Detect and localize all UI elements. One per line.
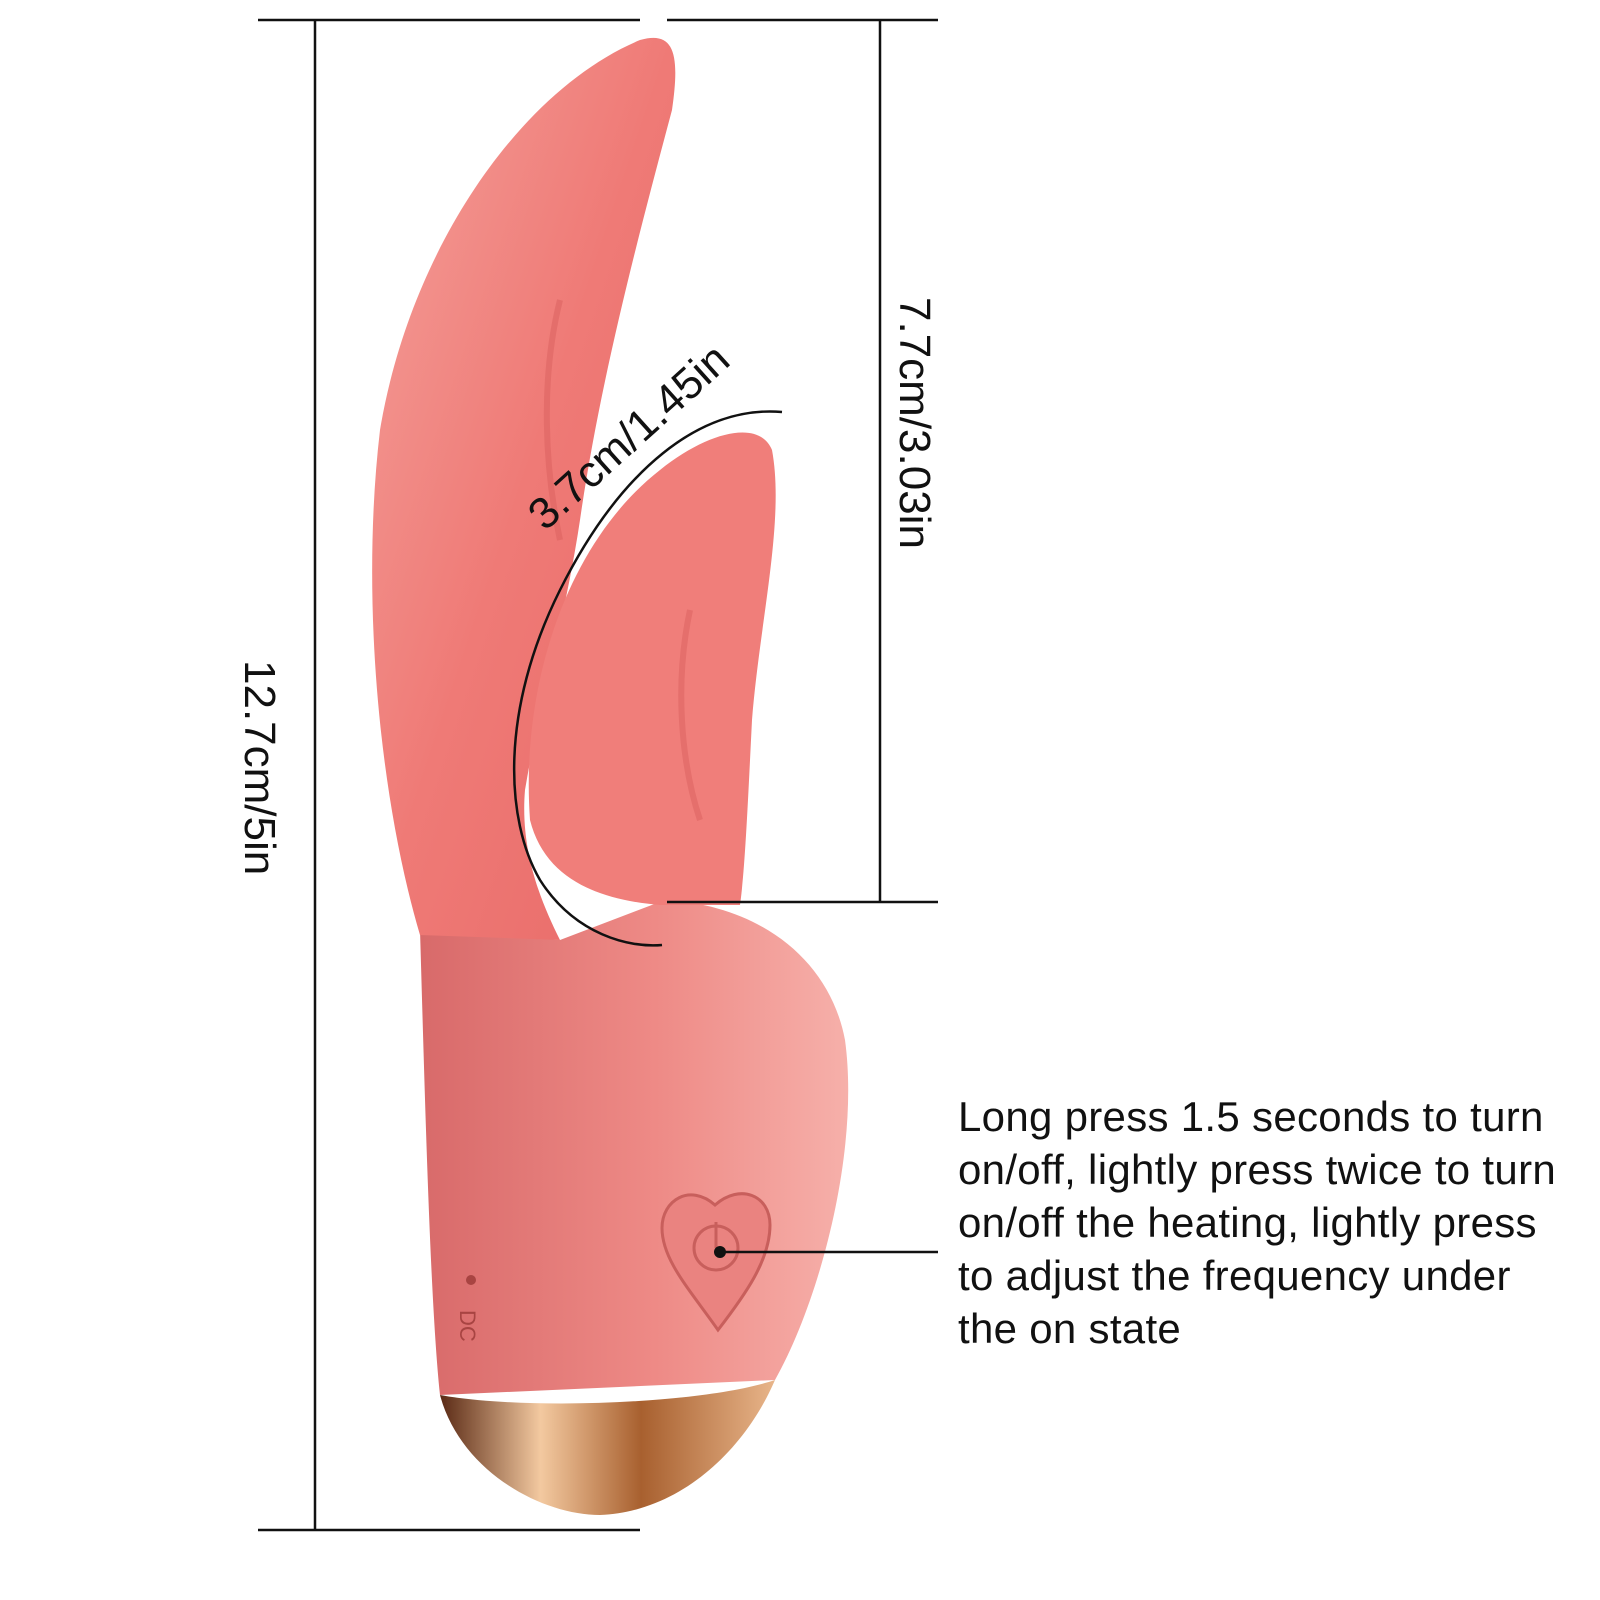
- product-body: [420, 900, 849, 1395]
- tongue-groove: [678, 609, 703, 821]
- tongue-length-label: 7.7cm/3.03in: [890, 297, 939, 549]
- product-image: DC: [372, 37, 849, 1515]
- large-tongue: [372, 37, 676, 940]
- heart-icon: [660, 1192, 772, 1333]
- power-button[interactable]: [660, 1192, 772, 1333]
- metal-cap: [440, 1380, 775, 1515]
- button-description: Long press 1.5 seconds to turn on/off, l…: [958, 1093, 1557, 1352]
- tongue-groove: [543, 299, 563, 541]
- dimension-lines: [258, 18, 938, 1532]
- small-tongue: [528, 432, 776, 905]
- total-length-label: 12.7cm/5in: [235, 660, 284, 875]
- dc-port-label: DC: [455, 1310, 480, 1342]
- indicator-light: [466, 1275, 476, 1285]
